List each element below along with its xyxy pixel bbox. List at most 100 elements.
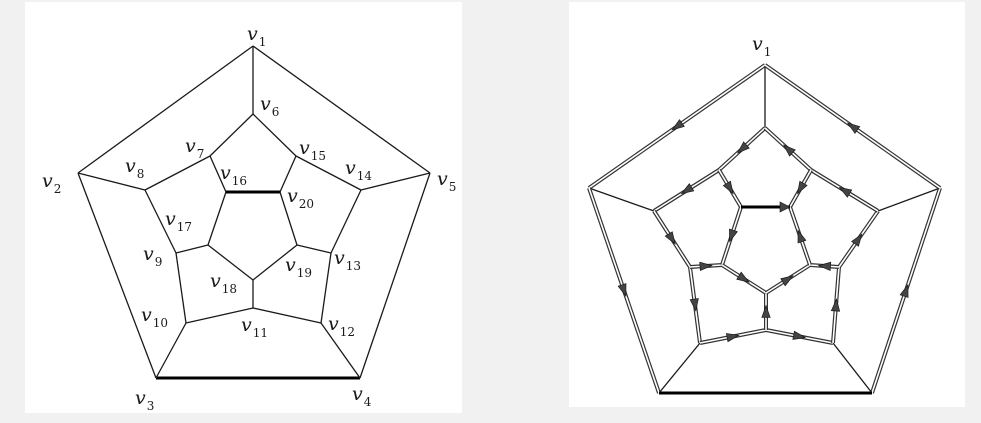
right-label-subscript-v1: 1 [764, 45, 772, 59]
left-edge-v16-v17 [207, 191, 227, 246]
left-label-letter-v3: v [135, 387, 146, 409]
left-label-letter-v17: v [165, 208, 176, 230]
right-arrowhead-v16-v20 [779, 201, 791, 213]
left-label-subscript-v18: 18 [222, 282, 237, 296]
right-arrowhead-v6-v7 [736, 141, 750, 154]
left-label-subscript-v12: 12 [340, 325, 355, 339]
left-label-v17: v17 [165, 208, 192, 234]
right-arrowhead-v15-v6 [782, 144, 796, 157]
left-edge-v9-v17 [175, 244, 209, 254]
left-label-letter-v10: v [141, 304, 152, 326]
left-label-v11: v11 [241, 314, 268, 340]
left-label-letter-v11: v [241, 314, 252, 336]
left-label-subscript-v9: 9 [155, 255, 163, 269]
right-arrowhead-v15-v20 [797, 180, 808, 195]
left-label-letter-v16: v [220, 162, 231, 184]
right-arrowhead-v1-v2 [671, 119, 685, 131]
right-arrowhead-v7-v16 [722, 180, 734, 195]
left-label-subscript-v10: 10 [153, 316, 168, 330]
right-graph-edges [587, 63, 942, 395]
left-label-letter-v20: v [287, 185, 298, 207]
left-edge-v18-v19 [252, 244, 298, 281]
left-label-v1: v1 [247, 23, 266, 49]
right-arrowhead-v5-v1 [846, 122, 861, 134]
right-arrowhead-v13-v19 [817, 261, 832, 272]
left-label-v15: v15 [299, 137, 326, 163]
left-label-v12: v12 [328, 313, 355, 339]
left-label-v18: v18 [210, 270, 237, 296]
left-label-letter-v5: v [437, 168, 448, 190]
left-graph-edges [77, 45, 431, 380]
left-label-subscript-v20: 20 [299, 197, 314, 211]
left-edge-v5-v14 [360, 172, 431, 191]
left-edge-v15-v6 [252, 113, 297, 157]
right-arrowhead-v7-v8 [680, 183, 695, 195]
right-graph-arrowheads [617, 119, 909, 343]
right-edge-v3-v10 [658, 342, 701, 394]
left-label-v5: v5 [437, 168, 456, 194]
left-edge-v9-v10 [175, 252, 187, 324]
right-directed-dodecahedron-graph: v1 [587, 33, 942, 395]
left-edge-v17-v18 [207, 244, 254, 281]
left-label-letter-v19: v [285, 254, 296, 276]
left-diagram-panel [25, 2, 462, 413]
left-edge-v8-v9 [144, 189, 177, 254]
left-label-subscript-v11: 11 [253, 326, 268, 340]
left-edge-v19-v20 [279, 191, 298, 246]
left-edge-v12-v13 [320, 252, 332, 324]
left-edge-v14-v15 [295, 155, 362, 191]
right-arrowhead-v18-v19 [780, 275, 794, 287]
left-label-subscript-v17: 17 [177, 220, 192, 234]
right-label-letter-v1: v [752, 33, 763, 55]
right-arrowhead-v10-v11 [725, 333, 740, 343]
left-label-letter-v1: v [247, 23, 258, 45]
left-edge-v7-v16 [209, 155, 227, 193]
left-label-v10: v10 [141, 304, 168, 330]
left-edge-v2-v8 [77, 172, 146, 191]
left-label-v13: v13 [334, 247, 361, 273]
left-label-subscript-v13: 13 [346, 259, 361, 273]
right-arrowhead-v8-v9 [664, 231, 676, 245]
left-edge-v4-v5 [359, 172, 431, 379]
left-label-letter-v4: v [352, 383, 363, 405]
left-label-v20: v20 [287, 185, 314, 211]
left-label-letter-v12: v [328, 313, 339, 335]
left-label-subscript-v7: 7 [197, 147, 205, 161]
left-label-v19: v19 [285, 254, 312, 280]
left-label-letter-v7: v [185, 135, 196, 157]
right-arrowhead-v11-v18 [761, 304, 771, 318]
left-edge-v7-v8 [144, 155, 211, 191]
left-label-subscript-v3: 3 [147, 399, 155, 413]
left-label-letter-v15: v [299, 137, 310, 159]
right-arrowhead-v19-v20 [797, 229, 807, 244]
left-label-subscript-v5: 5 [449, 180, 457, 194]
left-label-subscript-v2: 2 [54, 182, 62, 196]
left-label-v2: v2 [42, 170, 61, 196]
right-arrowhead-v17-v18 [736, 271, 750, 283]
left-label-subscript-v16: 16 [232, 174, 247, 188]
right-arrowhead-v16-v17 [729, 228, 738, 243]
left-label-v4: v4 [352, 383, 372, 409]
left-label-subscript-v14: 14 [357, 169, 373, 183]
left-edge-v11-v12 [252, 307, 322, 324]
left-edge-v3-v10 [155, 322, 187, 379]
left-label-letter-v2: v [42, 170, 53, 192]
left-label-v6: v6 [260, 93, 279, 119]
right-arrowhead-v12-v13 [830, 298, 841, 312]
left-label-v9: v9 [143, 243, 162, 269]
left-edge-v15-v20 [279, 155, 297, 193]
left-label-subscript-v4: 4 [364, 395, 372, 409]
left-label-v7: v7 [185, 135, 204, 161]
right-arrowhead-v11-v12 [792, 330, 807, 340]
right-graph-vertex-labels: v1 [752, 33, 771, 59]
left-label-v3: v3 [135, 387, 154, 413]
left-edge-v6-v7 [209, 113, 254, 157]
left-label-letter-v13: v [334, 247, 345, 269]
left-edge-v4-v12 [320, 322, 361, 379]
left-edge-v5-v1 [252, 45, 431, 174]
right-arrowhead-v9-v17 [699, 261, 713, 272]
left-label-v8: v8 [125, 155, 144, 181]
